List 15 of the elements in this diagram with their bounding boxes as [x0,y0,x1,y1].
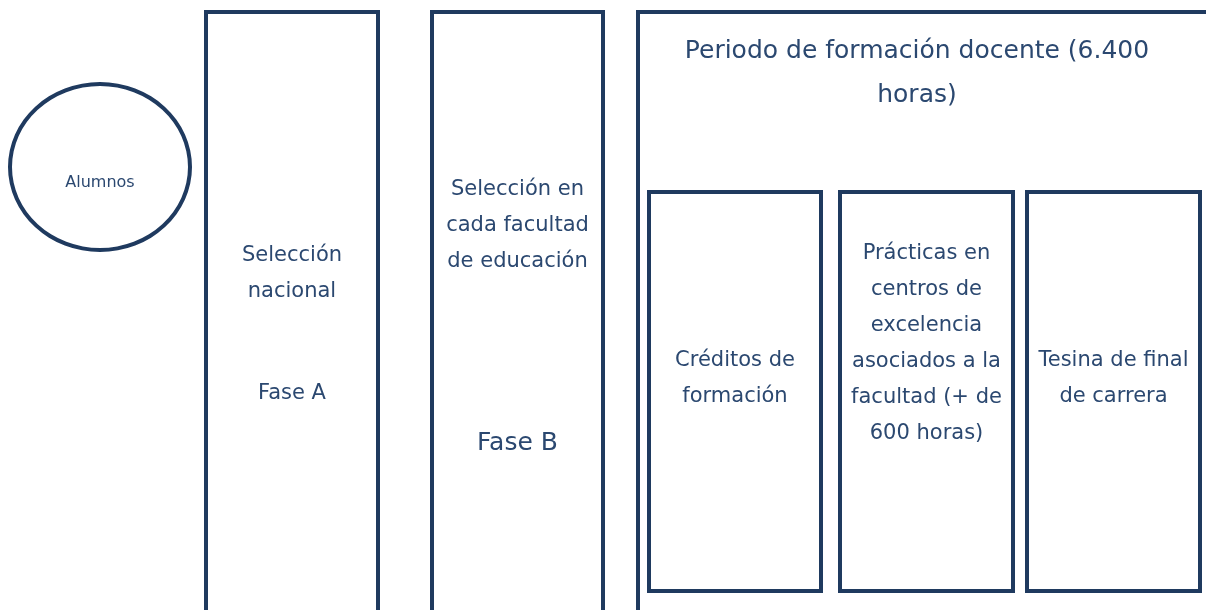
box-label: Periodo de formación docente (6.400 horas) [683,34,1151,110]
box-label: Selección en cada facultad de educación [445,175,590,274]
inner-box [1025,190,1202,593]
inner-box [647,190,823,593]
box-label: Tesina de final de carrera [1037,346,1190,409]
phase-label: Fase A [257,379,327,406]
box-label: Selección nacional [240,241,344,304]
box-label: Prácticas en centros de excelencia asociados a la facultad (+ de 600 horas) [850,239,1003,446]
phase-label: Fase B [476,426,559,458]
inner-box [838,190,1015,593]
column-box [204,10,380,610]
column-box [430,10,605,610]
box-label: Créditos de formación [674,346,796,409]
box-label: Alumnos [64,172,136,192]
column-box [636,10,1206,610]
